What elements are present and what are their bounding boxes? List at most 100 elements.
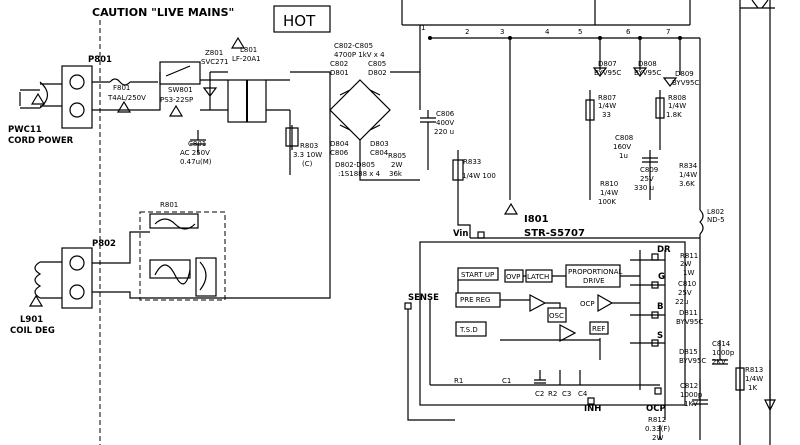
degauss-coil-icon: [34, 261, 62, 299]
d802-label: D802: [368, 69, 387, 77]
r805-value1: 2W: [391, 161, 402, 169]
r803-note: (C): [302, 160, 313, 168]
startup-text: START UP: [461, 271, 494, 279]
z801-label: Z801: [205, 49, 223, 57]
d804-label: D804: [330, 140, 349, 148]
node-2: 2: [465, 28, 469, 36]
r803-value: 3.3 10W: [293, 151, 322, 159]
r810-value2: 100K: [598, 198, 616, 206]
posistor-element: [149, 259, 191, 279]
node-5: 5: [578, 28, 582, 36]
degauss-wire: [92, 175, 331, 299]
c808-label: C808: [615, 134, 633, 142]
ovp-text: OVP: [506, 273, 520, 281]
top-bus-wires: [401, 0, 771, 445]
switch-s801: [159, 61, 201, 85]
node-4: 4: [545, 28, 550, 36]
c806-value1: 400V: [436, 119, 454, 127]
c801-capacitor: [190, 130, 206, 154]
c801-value2: 0.47u(M): [180, 158, 212, 166]
c804-label: C804: [370, 149, 389, 157]
r833-value: 1/4W 100: [462, 172, 496, 180]
warning-triangle-icon: [28, 294, 44, 307]
r1-label: R1: [454, 377, 463, 385]
c806-lower-label: C806: [330, 149, 349, 157]
f801-value: T4AL/250V: [107, 94, 146, 102]
d803-label: D803: [370, 140, 389, 148]
r811-value2: 1W: [683, 269, 694, 277]
r812-value2: 2W: [652, 434, 663, 442]
c812-value1: 1000p: [680, 391, 703, 399]
sw801-value: PS3-22SP: [160, 96, 193, 104]
ocp-text: OCP: [580, 300, 595, 308]
r808-label: R808: [668, 94, 686, 102]
c801-label: C801: [188, 140, 206, 148]
r805-value2: 36k: [389, 170, 403, 178]
d802-805-value: :1S1888 x 4: [338, 170, 381, 178]
s-label: S: [657, 331, 663, 341]
warning-triangle-icon: [116, 100, 132, 113]
drive-text: DRIVE: [583, 277, 605, 285]
sense-label: SENSE: [408, 293, 439, 303]
d802-805-label: D802-D805: [335, 161, 375, 169]
p801-connector: [61, 65, 93, 129]
r811-label: R811: [680, 252, 698, 260]
sw801-label: SW801: [168, 86, 193, 94]
power-plug-icon: [19, 81, 49, 109]
d808-label: D808: [638, 60, 657, 68]
i801-part: STR-S5707: [524, 228, 585, 239]
node-3: 3: [500, 28, 504, 36]
r807-label: R807: [598, 94, 616, 102]
warning-triangle-icon: [503, 202, 519, 215]
r812-label: R812: [648, 416, 666, 424]
c806-label: C806: [436, 110, 455, 118]
c810-label: C810: [678, 280, 696, 288]
tsd-text: T.S.D: [459, 326, 478, 334]
startup-block: [457, 267, 499, 281]
r807-value1: 1/4W: [598, 102, 616, 110]
c802-label: C802: [330, 60, 348, 68]
r834-value1: 1/4W: [679, 171, 697, 179]
c812-label: C812: [680, 382, 698, 390]
r811-value1: 2W: [680, 260, 691, 268]
r813-value2: 1K: [748, 384, 757, 392]
fuse-f801: [92, 78, 158, 86]
r812-value1: 0.33(F): [645, 425, 670, 433]
z801-zener: [202, 72, 218, 110]
ref-text: REF: [592, 325, 605, 333]
c801-value1: AC 250V: [180, 149, 210, 157]
osc-block: [547, 307, 567, 323]
cord-power-label: CORD POWER: [8, 136, 74, 146]
c814-value2: 2KV: [712, 358, 726, 366]
cord-wires: [40, 83, 62, 107]
inh-label: INH: [584, 404, 601, 414]
f801-label: F801: [113, 84, 130, 92]
c809-value2: 330 u: [634, 184, 654, 192]
c805-label: C805: [368, 60, 386, 68]
r810-value1: 1/4W: [600, 189, 618, 197]
c802-805-label: C802-C805: [334, 42, 373, 50]
node-7: 7: [666, 28, 670, 36]
ocp-pin-label: OCP: [646, 404, 666, 414]
r2-label: R2: [548, 390, 557, 398]
p802-label: P802: [92, 239, 116, 249]
posistor-enclosure: [139, 211, 226, 301]
vin-label: Vin: [453, 229, 468, 239]
d815-value: BYV95C: [679, 357, 706, 365]
warning-triangle-icon: [30, 92, 46, 105]
ic-outline: [419, 241, 686, 406]
coil-deg-label: COIL DEG: [10, 326, 55, 336]
latch-text: LATCH: [527, 273, 549, 281]
g-label: G: [658, 272, 665, 282]
vin-wire: [457, 200, 700, 239]
d815-label: D815: [679, 348, 698, 356]
c810-value1: 25V: [678, 289, 692, 297]
c806-value2: 220 u: [434, 128, 454, 136]
r801-label: R801: [160, 201, 178, 209]
r810-label: R810: [600, 180, 618, 188]
d811-label: D811: [679, 309, 698, 317]
c2-label: C2: [535, 390, 544, 398]
c806-capacitor: [420, 110, 436, 170]
r834-label: R834: [679, 162, 698, 170]
